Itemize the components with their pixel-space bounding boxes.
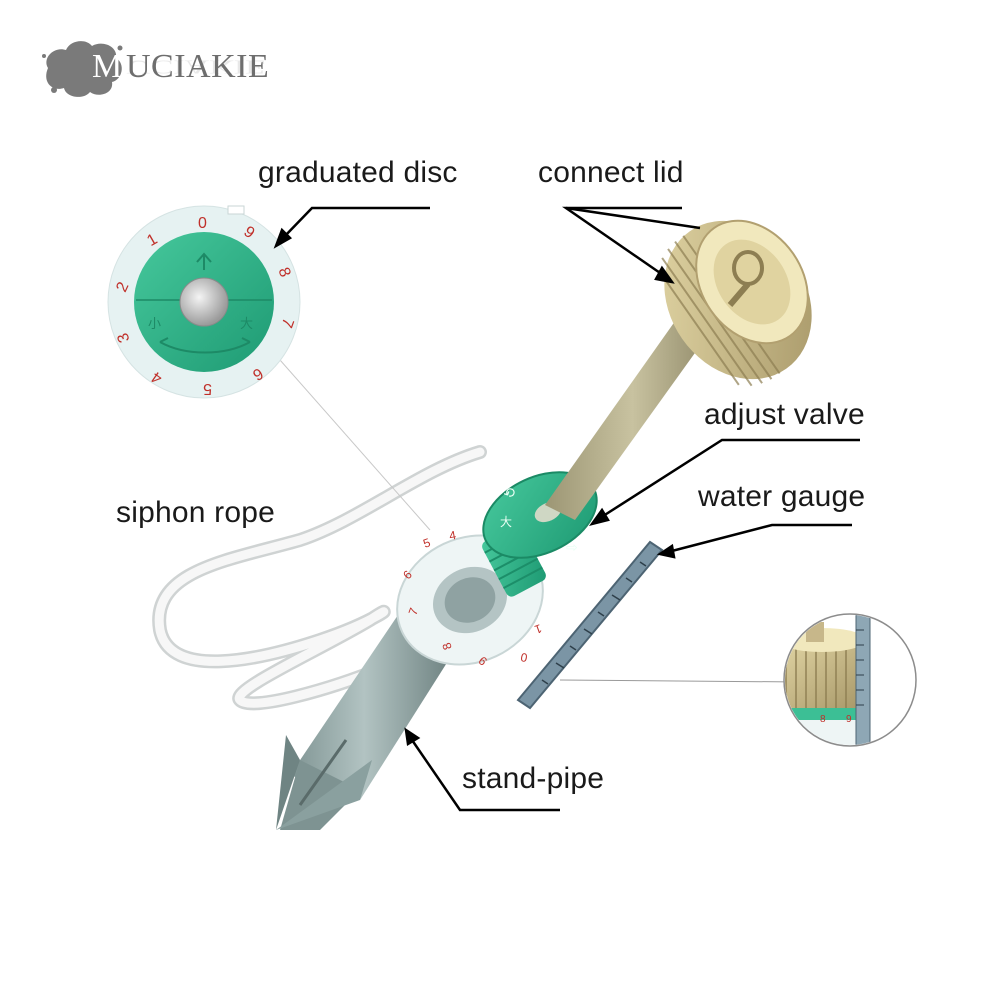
- leader-graduated-disc: [282, 206, 430, 239]
- svg-text:5: 5: [421, 535, 432, 551]
- label-stand-pipe: stand-pipe: [462, 762, 605, 795]
- brand-initial: M: [92, 48, 123, 85]
- connect-pipe: [545, 300, 720, 520]
- arrow-connect-lid: [654, 265, 675, 284]
- brand-name: UCIAKIE: [126, 48, 270, 85]
- svg-text:8: 8: [439, 640, 455, 651]
- leader-water-gauge: [667, 523, 852, 554]
- disc-mark-small: 小: [148, 317, 161, 332]
- svg-text:4: 4: [448, 528, 457, 543]
- label-siphon-rope: siphon rope: [116, 496, 275, 529]
- disc-scale-0: 0: [198, 215, 207, 232]
- leader-lines: [273, 206, 860, 812]
- svg-text:7: 7: [406, 606, 422, 617]
- label-adjust-valve: adjust valve: [704, 398, 865, 431]
- connect-lid: [657, 219, 812, 387]
- arrow-water-gauge: [656, 543, 676, 559]
- water-gauge: [516, 540, 664, 710]
- inset-scale-8: 8: [820, 714, 826, 725]
- leader-stand-pipe: [410, 739, 560, 812]
- label-connect-lid: connect lid: [538, 156, 684, 189]
- leader-connect-lid-2: [565, 206, 701, 230]
- leader-connect-lid: [561, 206, 682, 277]
- siphon-rope: [152, 445, 487, 711]
- adjust-valve-mark: 大: [500, 515, 512, 529]
- disc-mark-large: 大: [240, 317, 253, 332]
- detail-inset: 8 9: [559, 613, 917, 747]
- leader-adjust-valve: [599, 438, 860, 520]
- inset-scale-9: 9: [846, 714, 852, 725]
- brand-logo: M UCIAKIE UCIAKIE: [40, 38, 269, 108]
- arrow-graduated-disc: [273, 227, 293, 249]
- brand-splash-icon: [42, 41, 123, 97]
- svg-text:⇨: ⇨: [566, 539, 578, 555]
- arrow-stand-pipe: [404, 727, 421, 747]
- arrow-adjust-valve: [589, 507, 610, 527]
- svg-text:1: 1: [532, 621, 543, 637]
- graduated-disc-detail: 小 大 0 1 2 3 4 5 6 7 8 9: [107, 205, 431, 531]
- label-water-gauge: water gauge: [698, 480, 866, 513]
- disc-scale-5: 5: [203, 380, 212, 397]
- label-graduated-disc: graduated disc: [258, 156, 458, 189]
- svg-text:0: 0: [519, 650, 528, 665]
